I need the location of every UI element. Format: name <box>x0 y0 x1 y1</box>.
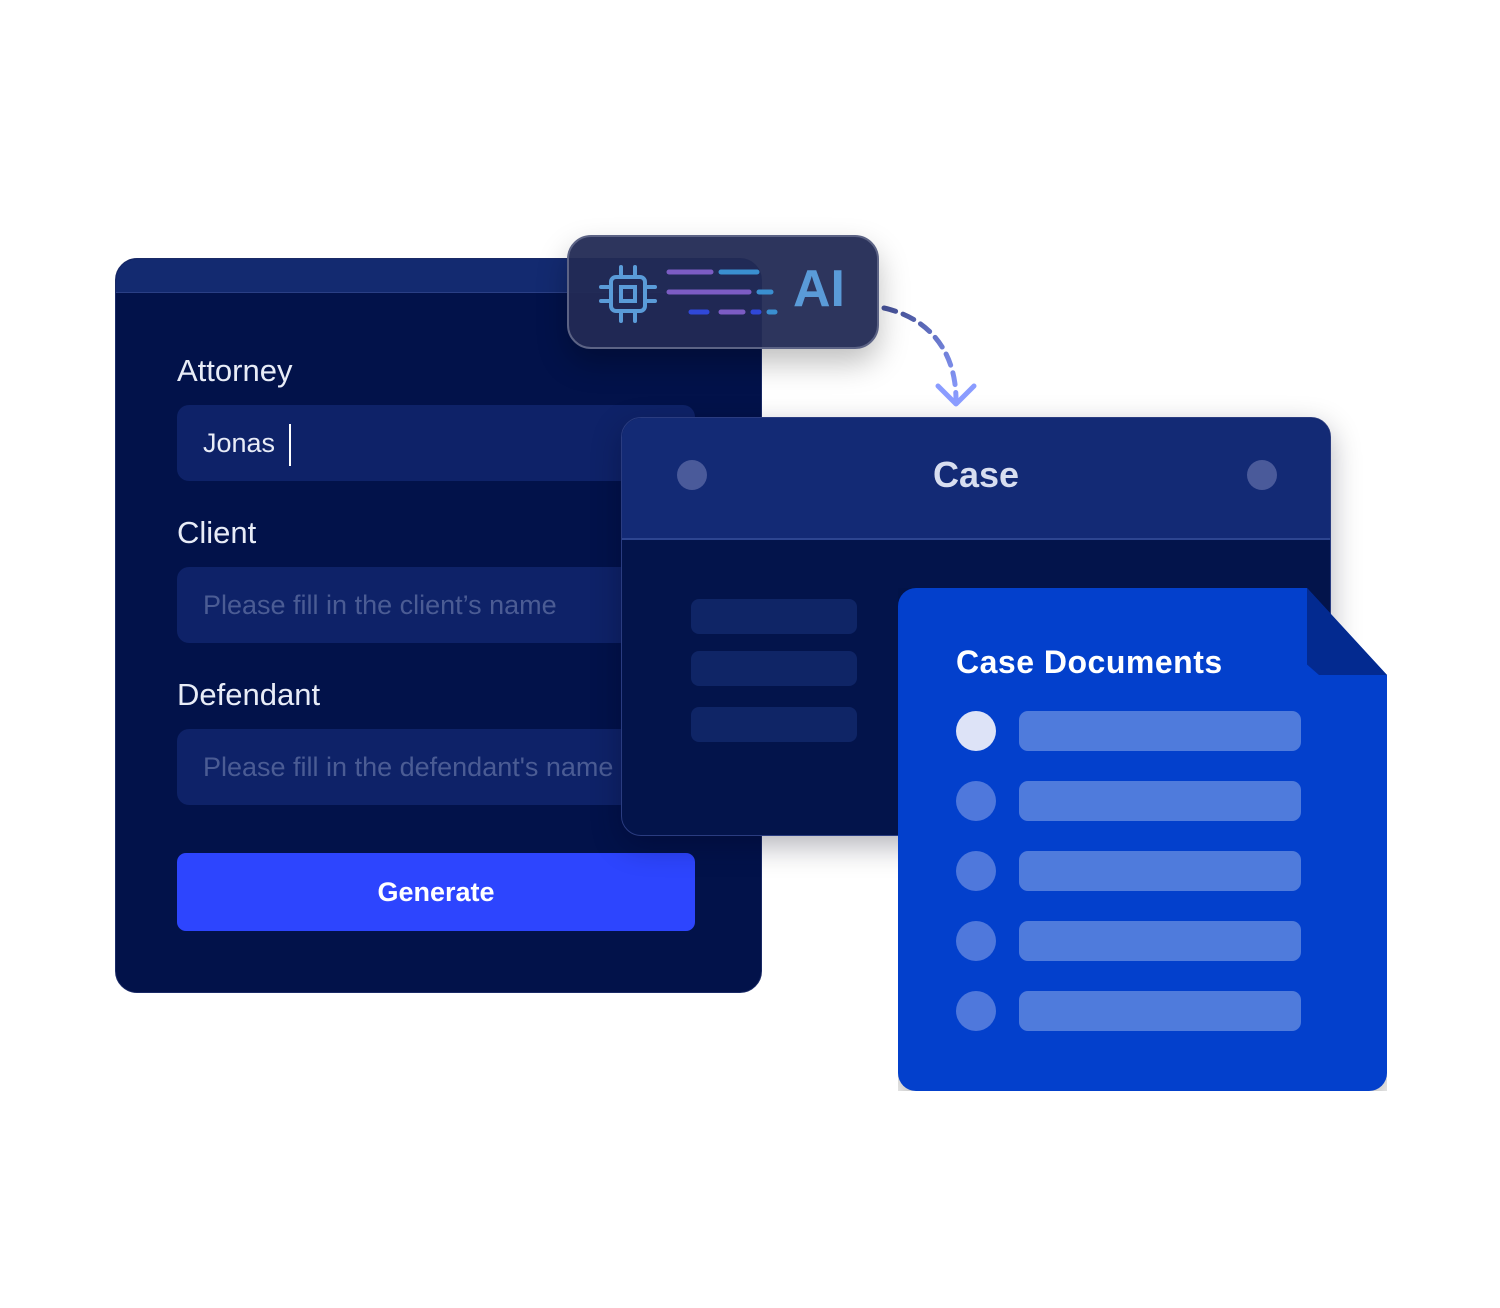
attorney-value: Jonas <box>203 428 276 458</box>
case-documents-card: Case Documents <box>898 588 1387 1091</box>
document-item[interactable] <box>1019 921 1301 961</box>
ai-label: AI <box>793 260 845 318</box>
dashed-arrow-icon <box>881 305 977 407</box>
text-caret <box>289 423 292 466</box>
case-placeholder-line <box>691 651 857 686</box>
client-label: Client <box>177 515 257 550</box>
window-dot-left <box>677 460 707 490</box>
case-title: Case <box>932 454 1020 495</box>
text-lines-icon <box>666 269 778 315</box>
defendant-label: Defendant <box>177 677 321 712</box>
cpu-chip-icon <box>599 265 778 323</box>
document-item[interactable] <box>1019 781 1301 821</box>
case-documents-title: Case Documents <box>956 644 1223 680</box>
attorney-label: Attorney <box>177 353 293 388</box>
document-radio[interactable] <box>956 921 996 961</box>
document-radio[interactable] <box>956 991 996 1031</box>
attorney-input[interactable]: Jonas <box>177 405 695 481</box>
document-item[interactable] <box>1019 711 1301 751</box>
case-placeholder-line <box>691 599 857 634</box>
defendant-input[interactable] <box>177 729 695 805</box>
ai-badge: AI <box>567 235 879 349</box>
document-radio-selected[interactable] <box>956 711 996 751</box>
case-placeholder-line <box>691 707 857 742</box>
generate-button[interactable]: Generate <box>177 853 695 931</box>
document-item[interactable] <box>1019 851 1301 891</box>
document-radio[interactable] <box>956 851 996 891</box>
document-radio[interactable] <box>956 781 996 821</box>
client-input[interactable] <box>177 567 695 643</box>
case-form-card: Attorney Jonas Client Defendant Generate <box>115 258 762 993</box>
case-window-header: Case <box>622 418 1330 540</box>
document-item[interactable] <box>1019 991 1301 1031</box>
window-dot-right <box>1247 460 1277 490</box>
